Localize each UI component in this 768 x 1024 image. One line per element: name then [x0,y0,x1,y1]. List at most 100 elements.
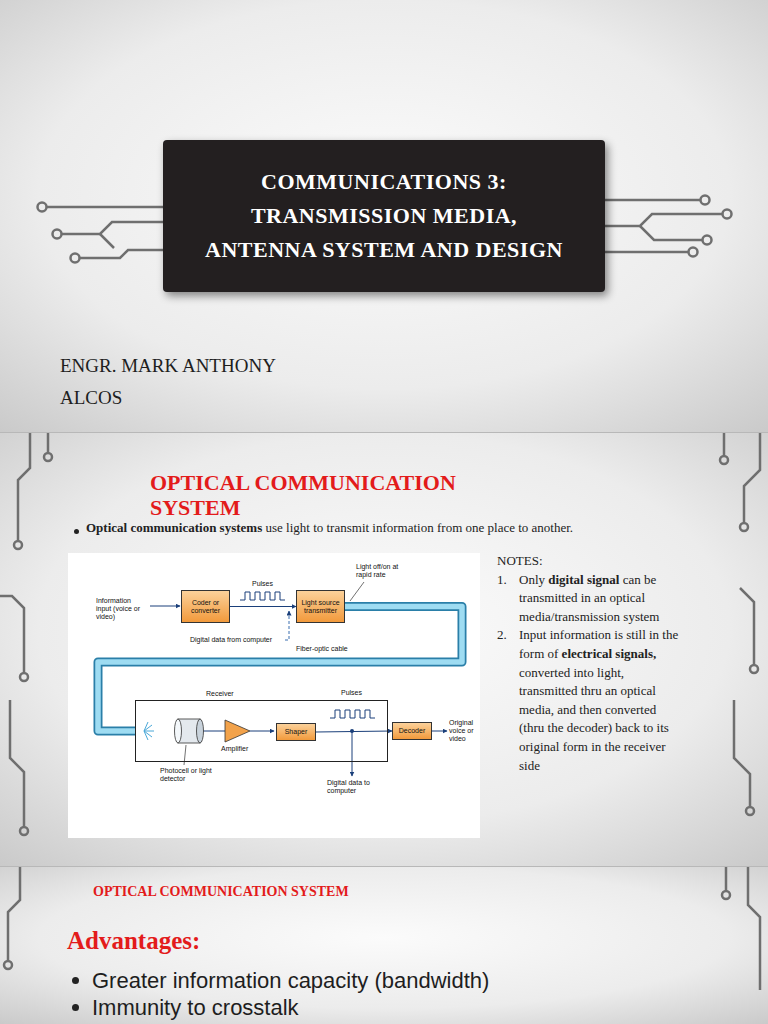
circuit-trace [20,827,28,835]
amplifier-symbol [225,720,250,742]
title-box: COMMUNICATIONS 3: TRANSMISSION MEDIA, AN… [163,140,605,292]
node-text: COMMUNICATIONS 3: TRANSMISSION MEDIA, AN… [193,165,575,267]
signal-label: Digital data to computer [327,779,379,795]
circuit-trace [723,433,726,455]
circuit-trace [689,248,698,257]
body-text: converted into light, transmitted thru a… [519,665,669,773]
circuit-trace [750,665,758,673]
bullet-dot [72,977,79,984]
circuit-trace [80,250,163,258]
note-item: 2.Input information is still in the form… [497,626,683,775]
bullet-text: Greater information capacity (bandwidth) [92,968,692,994]
slide-title: OPTICAL COMMUNICATION SYSTEM [150,470,550,520]
circuit-trace [734,700,750,806]
slide-ground [0,866,768,867]
circuit-trace [725,867,728,890]
cable-outline [98,607,462,732]
transmitter-box: Light source transmitter [296,590,345,623]
circuit-trace [744,433,760,522]
circuit-trace [47,433,50,452]
circuit-trace [14,541,22,549]
circuit-trace [38,203,47,212]
circuit-trace [748,867,760,990]
circuit-trace [8,867,20,960]
circuit-trace [605,199,700,202]
circuit-trace [47,206,163,209]
signal-arrow [432,731,447,732]
circuit-trace [18,433,30,540]
circuit-trace [605,214,722,226]
fiber-optic-cable [98,607,462,732]
decoder-box: Decoder [392,722,432,740]
bold-text: Optical communication systems [86,520,262,535]
note-item: 1.Only digital signal can be transmitted… [497,571,683,627]
circuit-trace [62,222,163,234]
pulse-waveform [240,592,285,600]
figure-ground [68,553,480,838]
circuit-trace [10,700,24,826]
notes-block: NOTES:1.Only digital signal can be trans… [497,552,683,775]
signal-arrow [150,606,180,607]
photocell-symbol [197,719,204,743]
part-label: Amplifier [221,745,261,753]
node-text: Coder or converter [184,599,227,615]
slide-ground [0,867,768,1024]
signal-label: Information input (voice or video) [96,597,148,621]
circuit-trace [53,230,62,239]
slide-ground [0,0,768,432]
leader-line [184,582,364,765]
dashed-data-line [285,611,289,640]
signal-arrow [352,731,353,776]
slide-title: OPTICAL COMMUNICATION SYSTEM [93,883,513,900]
cable-core [98,607,462,732]
light-burst [144,722,154,740]
author-name: ENGR. MARK ANTHONY ALCOS [60,350,315,414]
circuit-trace [703,236,712,245]
dashed-data-line [285,611,289,640]
photocell-symbol [175,719,182,743]
circuit-trace [640,226,702,240]
bullet-dot [74,529,79,534]
node-text: Decoder [399,727,425,735]
connector-line [316,731,392,732]
leader-line [184,745,186,765]
body-text: use light to transmit information from o… [265,520,573,535]
signal-arrow [230,606,296,607]
circuit-trace [720,456,728,464]
slide-ground [0,433,768,866]
circuit-trace [0,196,760,991]
slide-ground [0,432,768,433]
pulse-waveform [330,710,375,718]
circuit-trace [746,807,754,815]
photocell-symbol [175,719,204,743]
circuit-trace [0,596,24,672]
section-heading: Advantages: [67,926,367,956]
shaper-box: Shaper [276,723,316,741]
receiver-box: ReceiverShaper [135,700,388,762]
circuit-trace [740,588,754,664]
circuit-trace [100,234,114,248]
node-text: Receiver [206,690,234,698]
leader-line [350,582,364,601]
circuit-trace [4,961,12,969]
callout-label: Light off/on at rapid rate [356,563,410,579]
circuit-trace [722,891,730,899]
circuit-trace [20,673,28,681]
body-text: Only [519,572,545,587]
signal-label: Digital data from computer [190,636,284,644]
node-text: Light source transmitter [299,599,342,615]
bold-text: electrical signals, [562,646,657,661]
part-label: Photocell or light detector [160,767,216,783]
bullet-dot [72,1004,79,1011]
signal-label: Pulses [341,689,371,697]
circuit-trace [723,210,732,219]
bullet-text: Immunity to crosstalk [92,995,692,1021]
bullet-text: Optical communication systems use light … [86,520,736,536]
signal-label: Original voice or video [449,719,480,743]
junction-dot [350,729,354,733]
signal-arrow [250,731,274,732]
signal-arrow [316,731,392,732]
light-burst [144,722,154,740]
bold-text: digital signal [548,572,619,587]
